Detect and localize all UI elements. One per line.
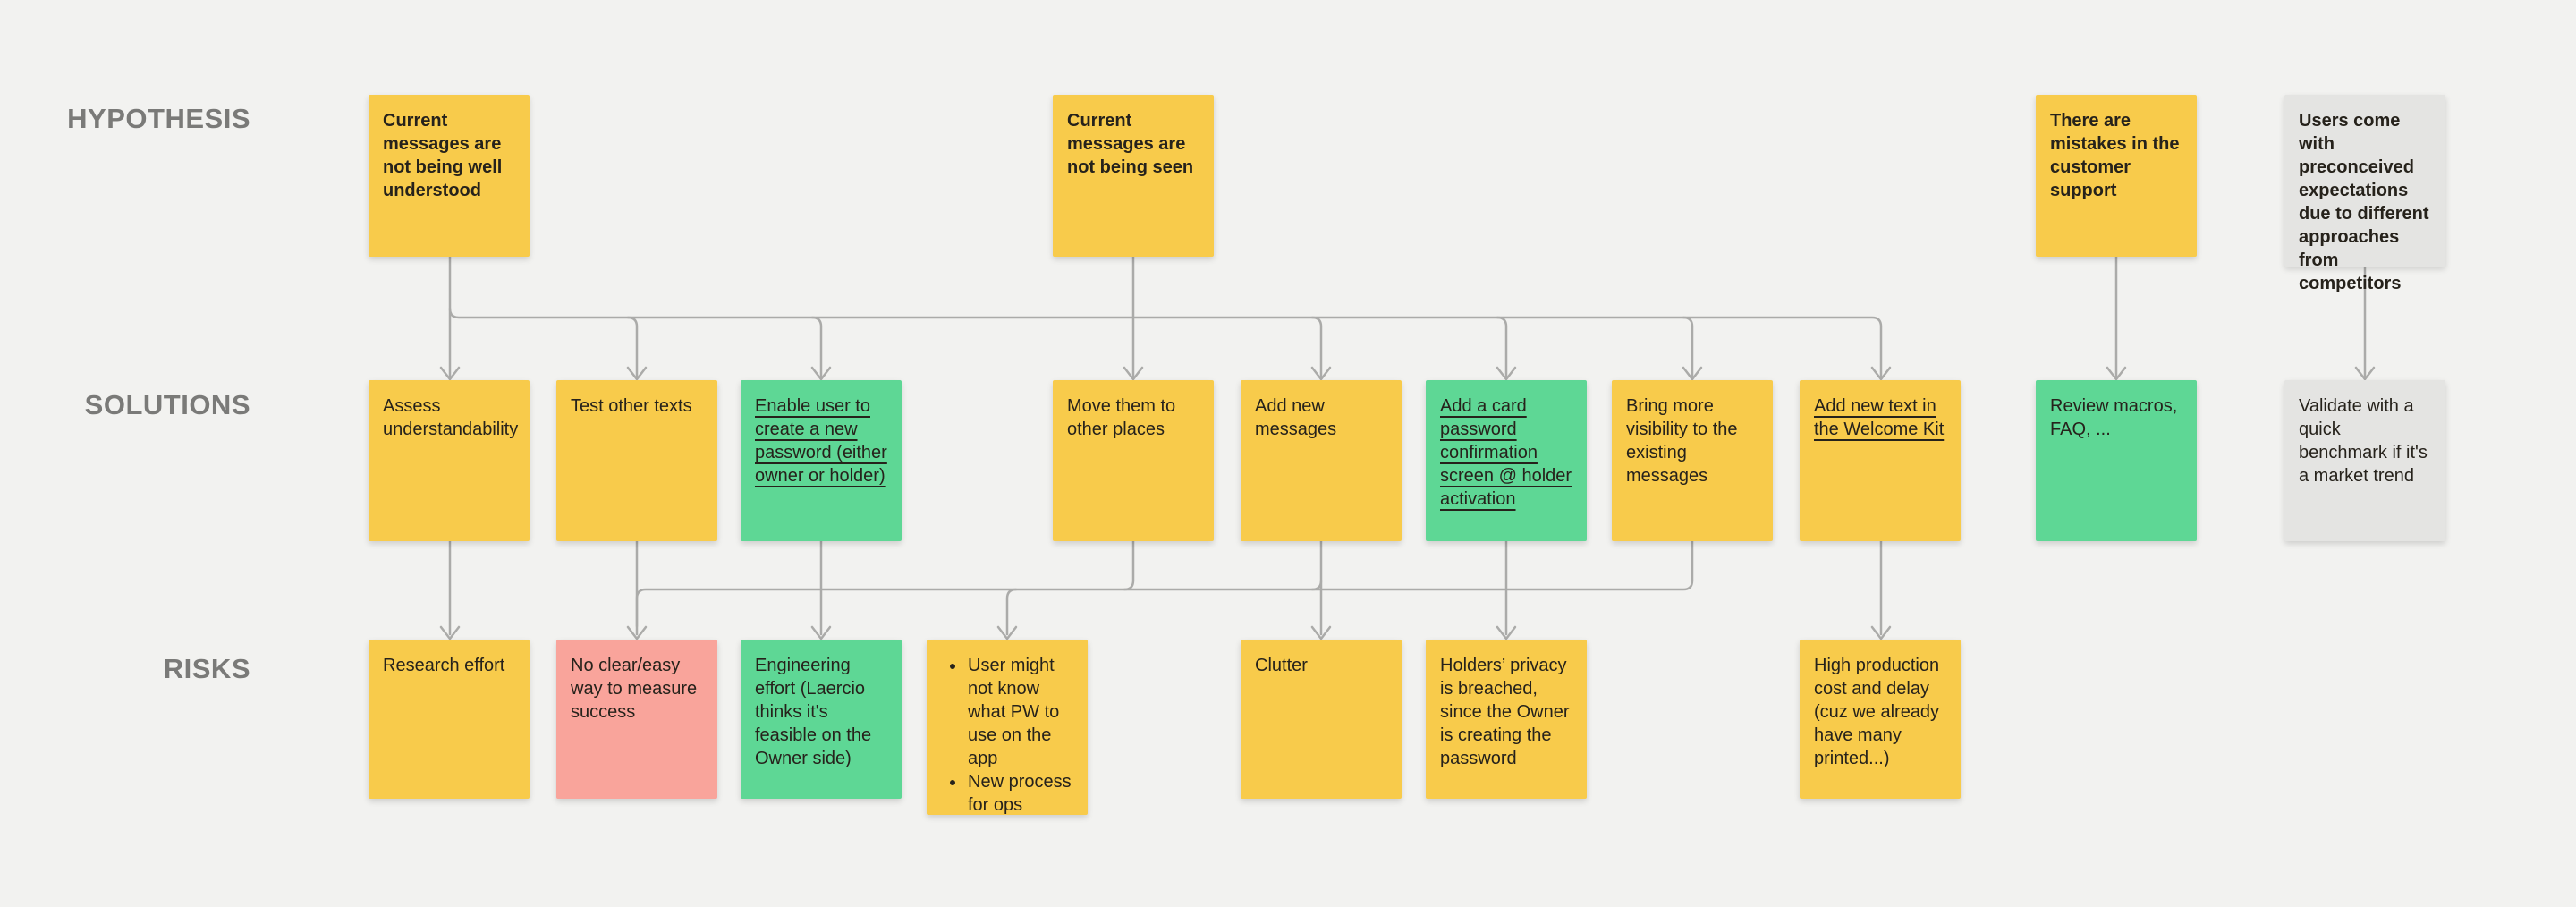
sticky-note-sol-8[interactable]: Add new text in the Welcome Kit (1800, 380, 1961, 541)
arrowhead-icon (1496, 366, 1517, 381)
arrowhead-icon (439, 625, 461, 640)
note-text: Engineering effort (Laercio thinks it's … (755, 656, 872, 768)
sticky-note-risk-1[interactable]: Research effort (369, 640, 530, 799)
sticky-note-risk-7[interactable]: High production cost and delay (cuz we a… (1800, 640, 1961, 799)
arrowhead-icon (1870, 625, 1892, 640)
sticky-note-sol-10[interactable]: Validate with a quick benchmark if it's … (2284, 380, 2445, 541)
note-text: Assess understandability (383, 396, 519, 439)
note-text: No clear/easy way to measure success (571, 656, 698, 722)
arrowhead-icon (1496, 625, 1517, 640)
arrowhead-icon (996, 625, 1018, 640)
arrowhead-icon (1310, 366, 1332, 381)
arrowhead-icon (439, 366, 461, 381)
note-text: Move them to other places (1067, 396, 1176, 439)
arrowhead-icon (810, 366, 832, 381)
sticky-note-sol-4[interactable]: Move them to other places (1053, 380, 1214, 541)
note-text: Holders’ privacy is breached, since the … (1440, 656, 1570, 768)
row-label-solutions[interactable]: SOLUTIONS (84, 389, 250, 420)
sticky-note-sol-9[interactable]: Review macros, FAQ, ... (2036, 380, 2197, 541)
sticky-note-hyp-3[interactable]: There are mistakes in the customer suppo… (2036, 95, 2197, 257)
row-label-hypothesis[interactable]: HYPOTHESIS (67, 103, 250, 134)
sticky-note-risk-2[interactable]: No clear/easy way to measure success (556, 640, 717, 799)
arrowhead-icon (2106, 366, 2127, 381)
note-text: Validate with a quick benchmark if it's … (2299, 396, 2428, 486)
note-text: Add new text in the Welcome Kit (1814, 396, 1945, 439)
note-bullet-list: User might not know what PW to use on th… (941, 654, 1073, 817)
note-text: Add a card password confirmation screen … (1440, 396, 1572, 509)
sticky-note-risk-4[interactable]: User might not know what PW to use on th… (927, 640, 1088, 815)
sticky-note-risk-6[interactable]: Holders’ privacy is breached, since the … (1426, 640, 1587, 799)
note-text: High production cost and delay (cuz we a… (1814, 656, 1940, 768)
note-text: Research effort (383, 656, 505, 675)
sticky-note-sol-3[interactable]: Enable user to create a new password (ei… (741, 380, 902, 541)
note-text: Clutter (1255, 656, 1308, 675)
sticky-note-hyp-1[interactable]: Current messages are not being well unde… (369, 95, 530, 257)
arrowhead-icon (626, 366, 648, 381)
sticky-note-hyp-4[interactable]: Users come with preconceived expectation… (2284, 95, 2445, 293)
note-bullet-item: New process for ops (966, 770, 1073, 817)
sticky-note-sol-7[interactable]: Bring more visibility to the existing me… (1612, 380, 1773, 541)
note-text: Users come with preconceived expectation… (2299, 111, 2429, 293)
note-text: Current messages are not being seen (1067, 111, 1194, 177)
arrowhead-icon (810, 625, 832, 640)
sticky-note-sol-1[interactable]: Assess understandability (369, 380, 530, 541)
arrowhead-icon (1310, 625, 1332, 640)
arrowhead-icon (1682, 366, 1703, 381)
sticky-note-sol-2[interactable]: Test other texts (556, 380, 717, 541)
note-text: There are mistakes in the customer suppo… (2050, 111, 2180, 200)
arrowhead-icon (2354, 366, 2376, 381)
row-label-risks[interactable]: RISKS (163, 653, 250, 684)
sticky-note-risk-5[interactable]: Clutter (1241, 640, 1402, 799)
note-text: Add new messages (1255, 396, 1337, 439)
note-bullet-item: User might not know what PW to use on th… (966, 654, 1073, 770)
note-text: Review macros, FAQ, ... (2050, 396, 2178, 439)
sticky-note-sol-5[interactable]: Add new messages (1241, 380, 1402, 541)
arrowhead-icon (626, 625, 648, 640)
note-text: Test other texts (571, 396, 692, 416)
sticky-note-risk-3[interactable]: Engineering effort (Laercio thinks it's … (741, 640, 902, 799)
arrowhead-icon (1870, 366, 1892, 381)
note-text: Current messages are not being well unde… (383, 111, 503, 200)
arrowhead-icon (1123, 366, 1144, 381)
sticky-note-hyp-2[interactable]: Current messages are not being seen (1053, 95, 1214, 257)
sticky-note-sol-6[interactable]: Add a card password confirmation screen … (1426, 380, 1587, 541)
note-text: Bring more visibility to the existing me… (1626, 396, 1738, 486)
note-text: Enable user to create a new password (ei… (755, 396, 887, 486)
